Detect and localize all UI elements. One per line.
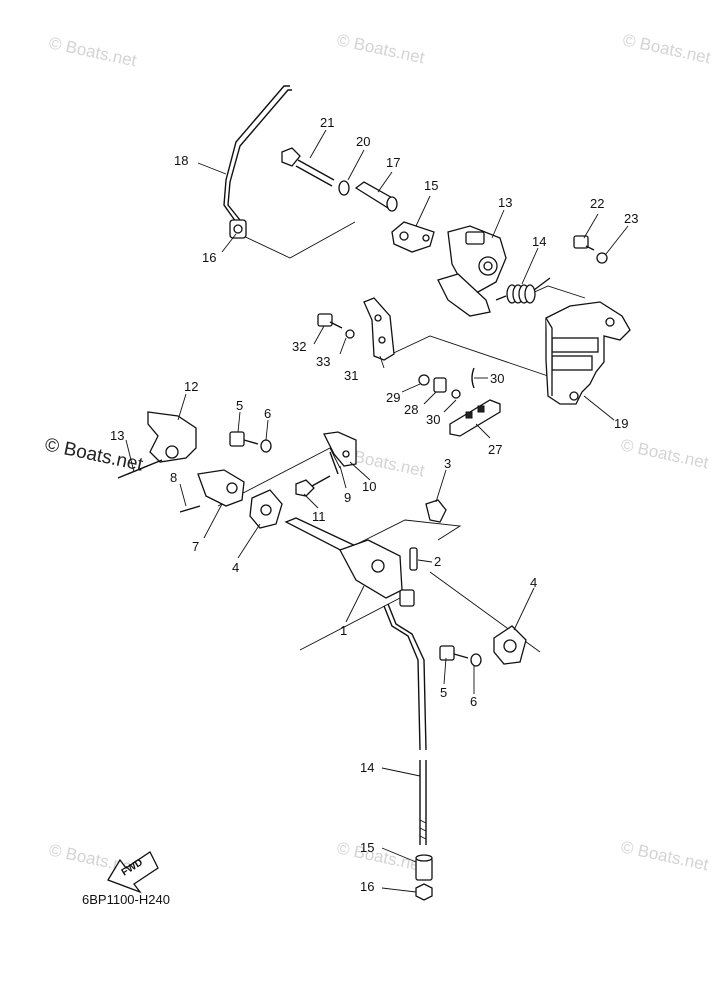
part-30-washer [418, 374, 430, 386]
callout-12: 12 [184, 379, 198, 394]
callout-32: 31 [344, 368, 358, 383]
callout-21: 17 [386, 155, 400, 170]
part-6-washer [260, 439, 272, 453]
part-20-joint [229, 219, 247, 239]
callout-4b: 4 [530, 575, 537, 590]
callout-11: 11 [312, 509, 326, 524]
callout-8: 8 [170, 470, 177, 485]
part-2-pin [409, 547, 418, 571]
part-25-bolt [281, 147, 335, 187]
callout-16: 16 [360, 879, 374, 894]
callout-34: 33 [316, 354, 330, 369]
callout-29: 28 [404, 402, 418, 417]
part-31-clip [471, 367, 475, 389]
callout-3: 3 [444, 456, 451, 471]
callout-9: 9 [344, 490, 351, 505]
part-33-bolt [317, 313, 343, 329]
callout-1: 1 [340, 623, 347, 638]
callout-5b: 5 [440, 685, 447, 700]
callout-13: 13 [110, 428, 124, 443]
part-22-link-rod [223, 85, 292, 223]
part-5-bolt [229, 431, 259, 447]
part-3-clip [425, 499, 447, 523]
part-29-collar [433, 377, 447, 393]
part-1-shift-shaft [284, 517, 415, 607]
callout-14: 14 [360, 760, 374, 775]
watermark: © Boats.net [621, 30, 712, 67]
callout-leaders [125, 129, 629, 893]
watermark: © Boats.net [335, 838, 426, 875]
callout-15: 15 [360, 840, 374, 855]
part-16-nut [415, 883, 433, 901]
callout-33: 32 [292, 339, 306, 354]
callout-23: 19 [614, 416, 628, 431]
part-12-bracket [147, 411, 197, 463]
watermark: © Boats.net [619, 837, 710, 874]
callout-31: 30 [490, 371, 504, 386]
callout-25: 21 [320, 115, 334, 130]
callout-labels: 21 20 17 15 13 14 22 23 18 16 19 31 32 3… [110, 115, 638, 894]
part-28-guide [449, 399, 501, 437]
part-5-bolt-lower [439, 645, 469, 661]
part-24-washer [338, 180, 350, 196]
watermark-layer: © Boats.net © Boats.net © Boats.net © Bo… [43, 30, 713, 877]
callout-20: 16 [202, 250, 216, 265]
part-4-joint [249, 489, 283, 529]
callout-10: 10 [362, 479, 376, 494]
part-23-bracket [545, 301, 631, 405]
part-9-pin [329, 451, 339, 475]
callout-6b: 6 [470, 694, 477, 709]
part-4-joint-lower [493, 625, 527, 665]
callout-19: 15 [424, 178, 438, 193]
callout-22: 18 [174, 153, 188, 168]
part-18-spring [495, 277, 551, 304]
callout-24: 20 [356, 134, 370, 149]
callout-17: 13 [498, 195, 512, 210]
fwd-arrow-icon: FWD [107, 851, 159, 894]
callout-2: 2 [434, 554, 441, 569]
part-19-lever [391, 221, 435, 253]
part-21-collar [354, 181, 398, 212]
callout-28: 27 [488, 442, 502, 457]
part-17-throttle-cam [437, 225, 507, 317]
part-32-plate [363, 297, 395, 361]
part-10-plate [323, 431, 357, 467]
part-8-pin [179, 505, 201, 513]
part-30-washer-2 [451, 389, 461, 399]
callout-4: 4 [232, 560, 239, 575]
watermark: © Boats.net [47, 33, 138, 70]
part-27-washer [596, 252, 608, 264]
callout-30: 29 [386, 390, 400, 405]
part-11-bolt [295, 475, 331, 497]
watermark: © Boats.net [335, 30, 426, 67]
part-13-pin [117, 459, 163, 479]
callout-6: 6 [264, 406, 271, 421]
part-6-washer-lower [470, 653, 482, 667]
callout-27: 23 [624, 211, 638, 226]
part-26-bolt [573, 235, 595, 251]
callout-30b: 30 [426, 412, 440, 427]
callout-7: 7 [192, 539, 199, 554]
part-14-shift-rod [383, 603, 427, 845]
diagram-code: 6BP1100-H240 [82, 892, 170, 907]
part-15-sleeve [415, 854, 433, 881]
part-7-lever [197, 469, 245, 507]
callout-26: 22 [590, 196, 604, 211]
callout-18: 14 [532, 234, 546, 249]
watermark: © Boats.net [619, 435, 710, 472]
callout-5: 5 [236, 398, 243, 413]
part-34-washer [345, 329, 355, 339]
